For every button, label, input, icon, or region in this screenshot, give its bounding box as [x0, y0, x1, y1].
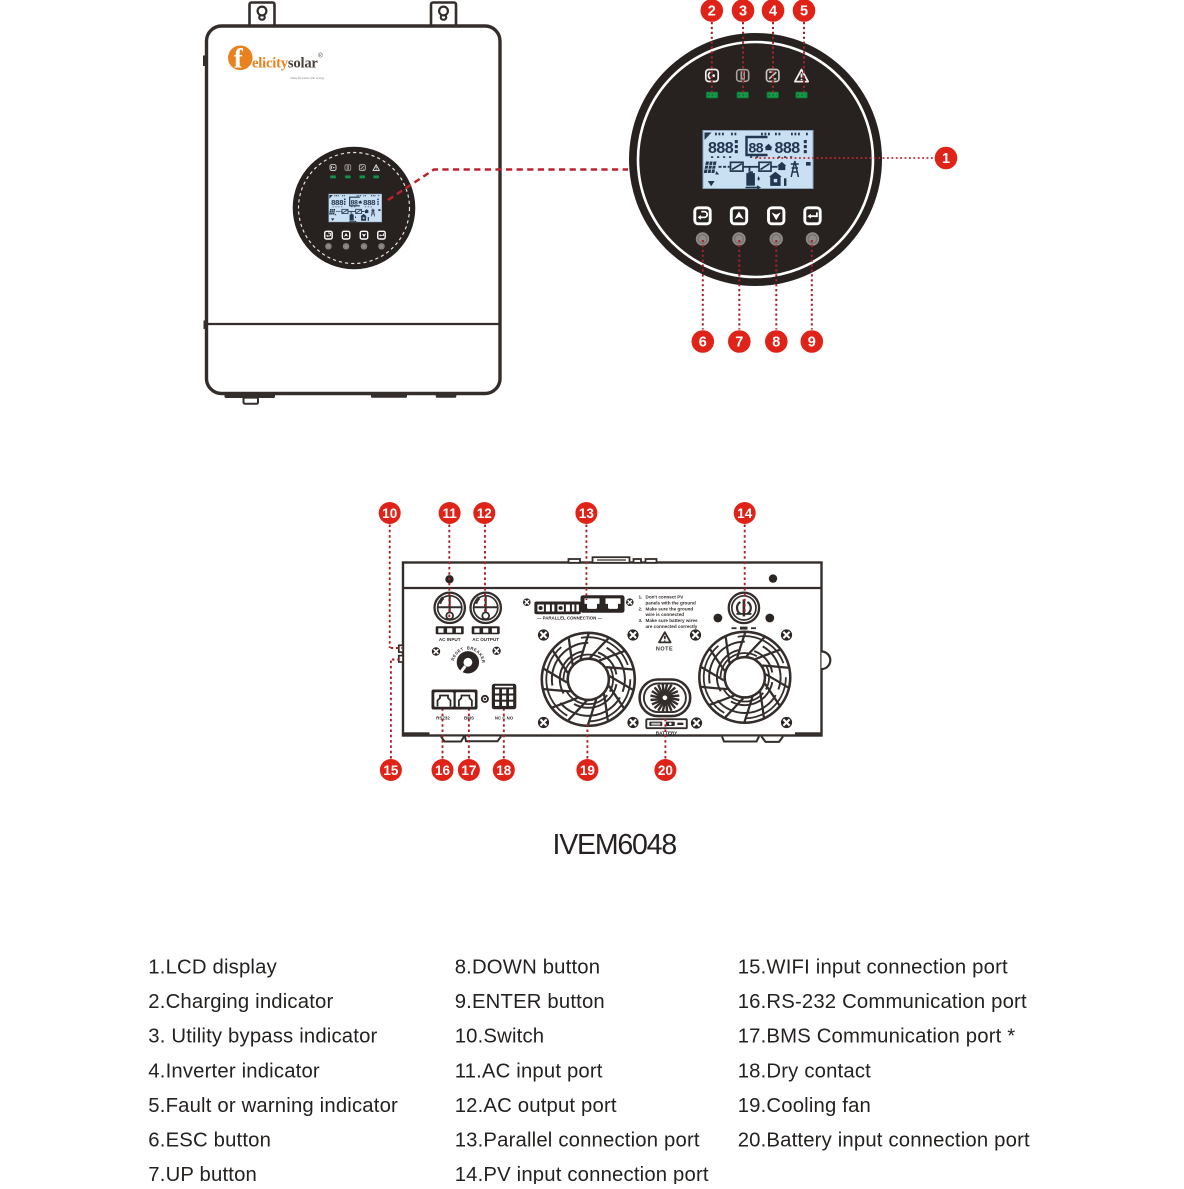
svg-text:BMS: BMS [464, 716, 474, 721]
svg-text:IVEM6048: IVEM6048 [553, 829, 677, 861]
svg-text:Make sure battery wires: Make sure battery wires [646, 618, 699, 623]
svg-text:18.Dry contact: 18.Dry contact [738, 1060, 871, 1082]
svg-text:14.PV input connection port: 14.PV input connection port [455, 1164, 709, 1184]
svg-text:NC C NO: NC C NO [495, 716, 514, 721]
svg-text:19.Cooling fan: 19.Cooling fan [738, 1095, 871, 1117]
svg-text:Don't connect PV: Don't connect PV [646, 595, 685, 600]
svg-text:are connected correctly: are connected correctly [646, 624, 698, 629]
svg-text:3.: 3. [639, 618, 643, 623]
svg-text:1.: 1. [639, 595, 643, 600]
svg-text:14: 14 [737, 506, 753, 521]
svg-text:15: 15 [383, 763, 399, 778]
svg-text:8.DOWN button: 8.DOWN button [455, 957, 601, 979]
svg-text:wire is connected: wire is connected [645, 612, 685, 617]
svg-text:6: 6 [699, 335, 707, 351]
svg-text:5: 5 [800, 4, 808, 20]
svg-text:11.AC input port: 11.AC input port [455, 1060, 603, 1082]
svg-text:4: 4 [769, 4, 777, 20]
svg-text:6.ESC button: 6.ESC button [148, 1130, 271, 1152]
svg-text:16: 16 [435, 763, 451, 778]
svg-text:9: 9 [808, 335, 816, 351]
svg-text:12.AC output port: 12.AC output port [455, 1095, 617, 1117]
svg-text:17.BMS Communication port *: 17.BMS Communication port * [738, 1026, 1016, 1048]
svg-text:18: 18 [496, 763, 512, 778]
svg-text:1: 1 [942, 151, 950, 167]
svg-text:19: 19 [580, 763, 595, 778]
svg-text:13: 13 [579, 506, 595, 521]
svg-text:8: 8 [772, 335, 780, 351]
svg-text:— PARALLEL CONNECTION —: — PARALLEL CONNECTION — [537, 616, 603, 621]
svg-text:12: 12 [477, 506, 492, 521]
svg-text:1.LCD display: 1.LCD display [148, 957, 277, 979]
svg-text:20.Battery input connection po: 20.Battery input connection port [738, 1130, 1030, 1152]
svg-text:13.Parallel connection port: 13.Parallel connection port [455, 1130, 700, 1152]
svg-text:2.Charging indicator: 2.Charging indicator [148, 991, 333, 1013]
svg-text:2: 2 [708, 4, 716, 20]
svg-text:®: ® [318, 52, 323, 60]
svg-text:RS232: RS232 [436, 716, 450, 721]
svg-text:BATTERY: BATTERY [656, 731, 678, 736]
svg-text:10: 10 [382, 506, 397, 521]
svg-text:9.ENTER button: 9.ENTER button [455, 991, 605, 1013]
svg-text:11: 11 [442, 506, 457, 521]
svg-text:AC INPUT: AC INPUT [439, 637, 461, 642]
svg-text:7: 7 [735, 335, 743, 351]
svg-text:AC OUTPUT: AC OUTPUT [472, 637, 499, 642]
svg-text:7.UP button: 7.UP button [148, 1164, 257, 1184]
svg-text:Make sure the ground: Make sure the ground [646, 606, 694, 611]
svg-text:16.RS-232 Communication port: 16.RS-232 Communication port [738, 991, 1027, 1013]
svg-text:10.Switch: 10.Switch [455, 1026, 545, 1048]
svg-text:3: 3 [739, 4, 747, 20]
svg-text:Make life better with energy: Make life better with energy [291, 76, 325, 80]
svg-text:elicitysolar: elicitysolar [252, 56, 318, 72]
svg-text:4.Inverter indicator: 4.Inverter indicator [148, 1060, 320, 1082]
svg-text:2.: 2. [639, 606, 643, 611]
svg-text:17: 17 [461, 763, 476, 778]
svg-text:15.WIFI input connection port: 15.WIFI input connection port [738, 957, 1008, 979]
svg-text:3. Utility bypass indicator: 3. Utility bypass indicator [148, 1026, 377, 1048]
svg-text:20: 20 [658, 763, 673, 778]
svg-text:NOTE: NOTE [656, 647, 673, 653]
svg-text:panels with the ground: panels with the ground [646, 600, 696, 605]
svg-text:5.Fault or warning indicator: 5.Fault or warning indicator [148, 1095, 398, 1117]
svg-text:f: f [234, 44, 244, 74]
